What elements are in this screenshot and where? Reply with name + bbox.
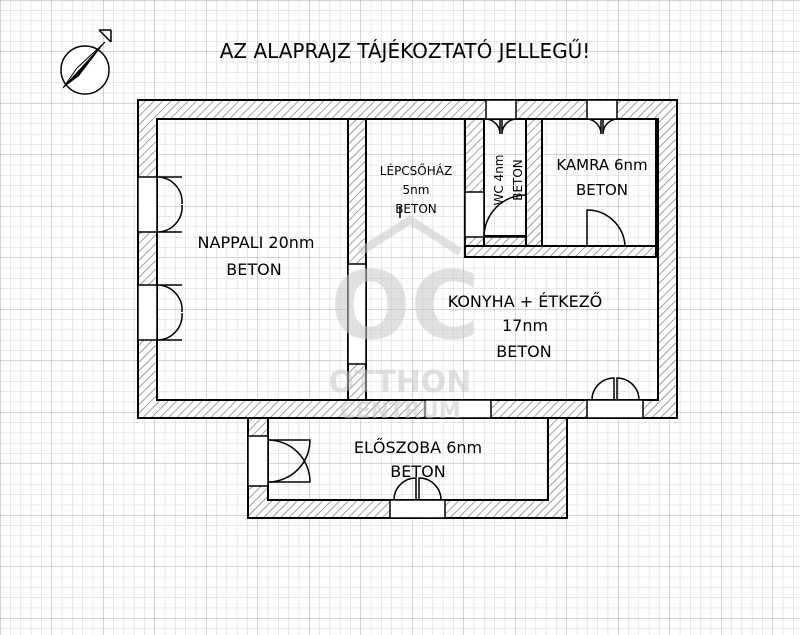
room-nappali: NAPPALI 20nm BETON: [198, 233, 315, 279]
window-nappali-top: [137, 176, 158, 233]
compass-icon: [60, 29, 112, 95]
watermark-oc: OC: [331, 252, 480, 361]
room-eloszoba-name: ELŐSZOBA 6nm: [354, 437, 482, 457]
room-lepcsohaz: LÉPCSŐHÁZ 5nm BETON: [380, 163, 452, 216]
room-konyha: KONYHA + ÉTKEZŐ 17nm BETON: [448, 291, 603, 361]
windows: [137, 99, 644, 519]
room-konyha-area: 17nm: [502, 316, 548, 335]
window-eloszoba-left: [247, 435, 269, 487]
room-nappali-material: BETON: [226, 260, 281, 279]
opening-lepcsohaz-wc: [464, 191, 485, 238]
room-kamra-name: KAMRA 6nm: [556, 156, 647, 174]
window-eloszoba-bottom: [389, 499, 446, 519]
room-eloszoba: ELŐSZOBA 6nm BETON: [354, 437, 482, 481]
window-wc: [485, 99, 517, 120]
room-lepcsohaz-area: 5nm: [403, 183, 430, 197]
room-lepcsohaz-material: BETON: [395, 202, 437, 216]
window-nappali-bottom: [137, 284, 158, 341]
watermark-logo: OC OTTHON CENTRUM: [329, 215, 480, 424]
room-lepcsohaz-name: LÉPCSŐHÁZ: [380, 163, 452, 178]
room-eloszoba-material: BETON: [390, 462, 445, 481]
room-wc: WC 4nm BETON: [492, 155, 525, 206]
room-konyha-name: KONYHA + ÉTKEZŐ: [448, 291, 603, 311]
opening-konyha-bottom: [424, 399, 492, 419]
plan-title: AZ ALAPRAJZ TÁJÉKOZTATÓ JELLEGŰ!: [220, 39, 591, 63]
door-swings: [156, 118, 640, 501]
room-kamra: KAMRA 6nm BETON: [556, 156, 647, 199]
room-kamra-material: BETON: [576, 181, 628, 199]
watermark-line2: CENTRUM: [339, 399, 460, 424]
room-nappali-name: NAPPALI 20nm: [198, 233, 315, 252]
room-konyha-material: BETON: [496, 342, 551, 361]
window-kamra: [586, 99, 618, 120]
opening-nappali-lepcsohaz: [347, 263, 367, 365]
room-wc-material: BETON: [511, 159, 525, 201]
watermark-line1: OTTHON: [329, 365, 472, 400]
room-wc-name: WC 4nm: [492, 155, 506, 206]
window-konyha-bottom: [586, 399, 644, 419]
